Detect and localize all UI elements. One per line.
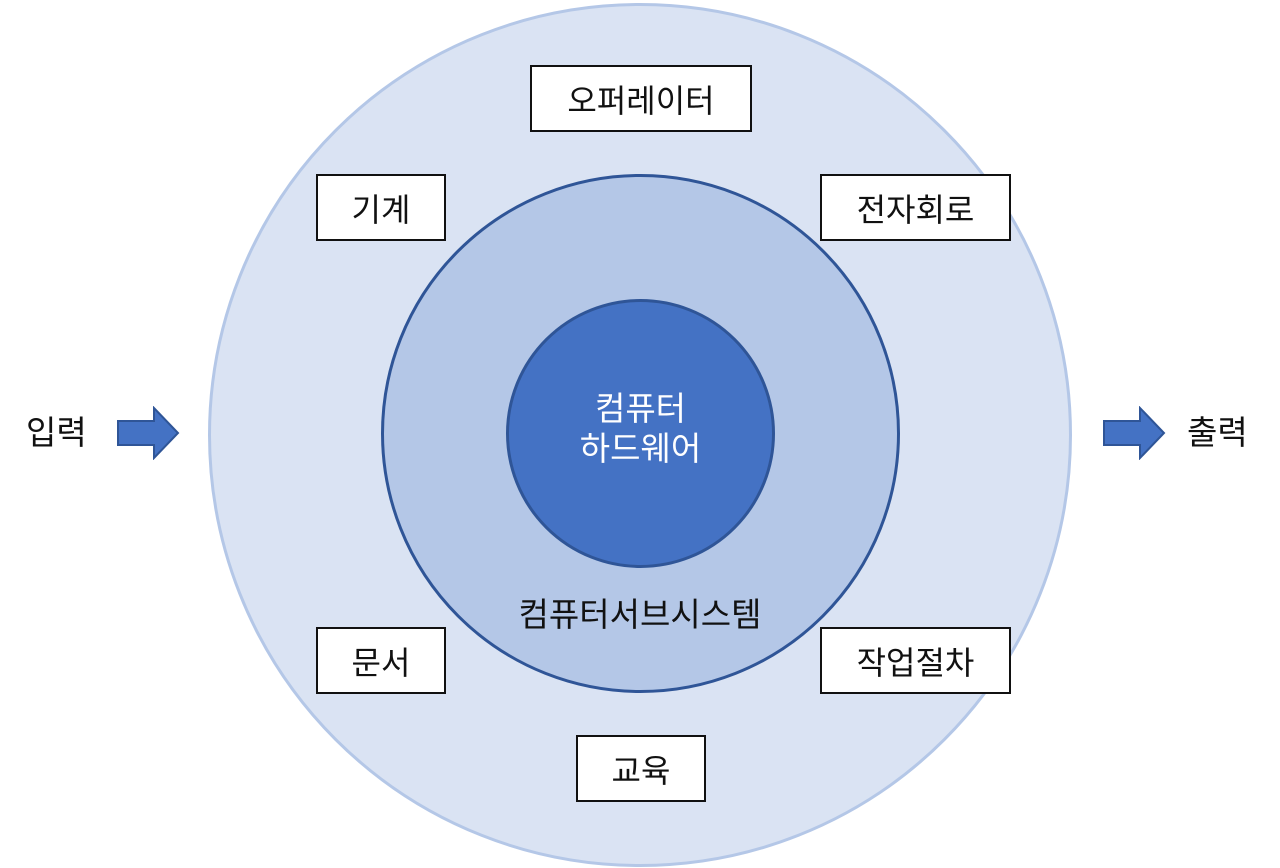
input-arrow-icon <box>117 406 180 460</box>
subsystem-label: 컴퓨터서브시스템 <box>518 595 762 634</box>
operator-box: 오퍼레이터 <box>530 65 752 132</box>
hardware-label: 컴퓨터 하드웨어 <box>506 389 775 469</box>
education-box: 교육 <box>576 735 706 802</box>
machine-box: 기계 <box>316 174 446 241</box>
inner-circle-hardware <box>506 299 775 568</box>
output-arrow-icon <box>1103 406 1166 460</box>
input-label: 입력 <box>26 413 87 452</box>
hardware-label-line1: 컴퓨터 <box>594 389 687 428</box>
procedure-box: 작업절차 <box>820 627 1011 694</box>
circuit-box: 전자회로 <box>820 174 1011 241</box>
hardware-label-line2: 하드웨어 <box>579 429 702 468</box>
document-box: 문서 <box>316 627 446 694</box>
output-label: 출력 <box>1187 413 1248 452</box>
